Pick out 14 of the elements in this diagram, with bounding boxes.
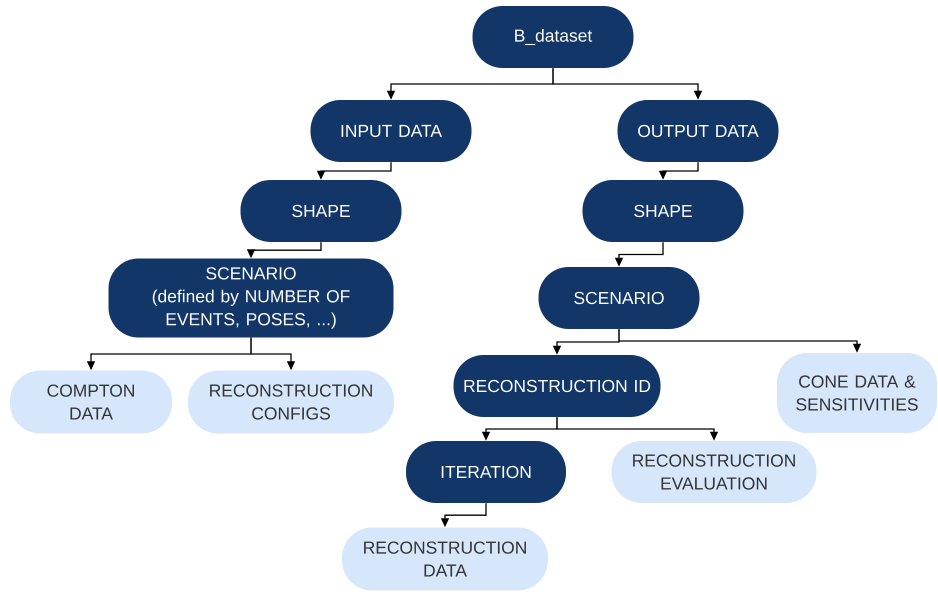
data-box: RECONSTRUCTION CONFIGS: [188, 370, 394, 434]
process-box: INPUT DATA: [310, 100, 472, 162]
process-box: SHAPE: [582, 180, 744, 242]
data-box: RECONSTRUCTION DATA: [342, 528, 548, 590]
process-box: ITERATION: [406, 441, 566, 503]
data-box: CONE DATA & SENSITIVITIES: [777, 353, 937, 433]
data-box: RECONSTRUCTION EVALUATION: [612, 441, 816, 503]
process-box: OUTPUT DATA: [618, 100, 778, 162]
process-box: SCENARIO: [538, 267, 700, 329]
process-box: B_dataset: [472, 6, 634, 68]
data-box: COMPTON DATA: [10, 370, 172, 434]
process-box: SCENARIO (defined by NUMBER OF EVENTS, POSES, ...): [108, 258, 394, 338]
process-box: RECONSTRUCTION ID: [454, 355, 660, 417]
process-box: SHAPE: [240, 180, 402, 242]
